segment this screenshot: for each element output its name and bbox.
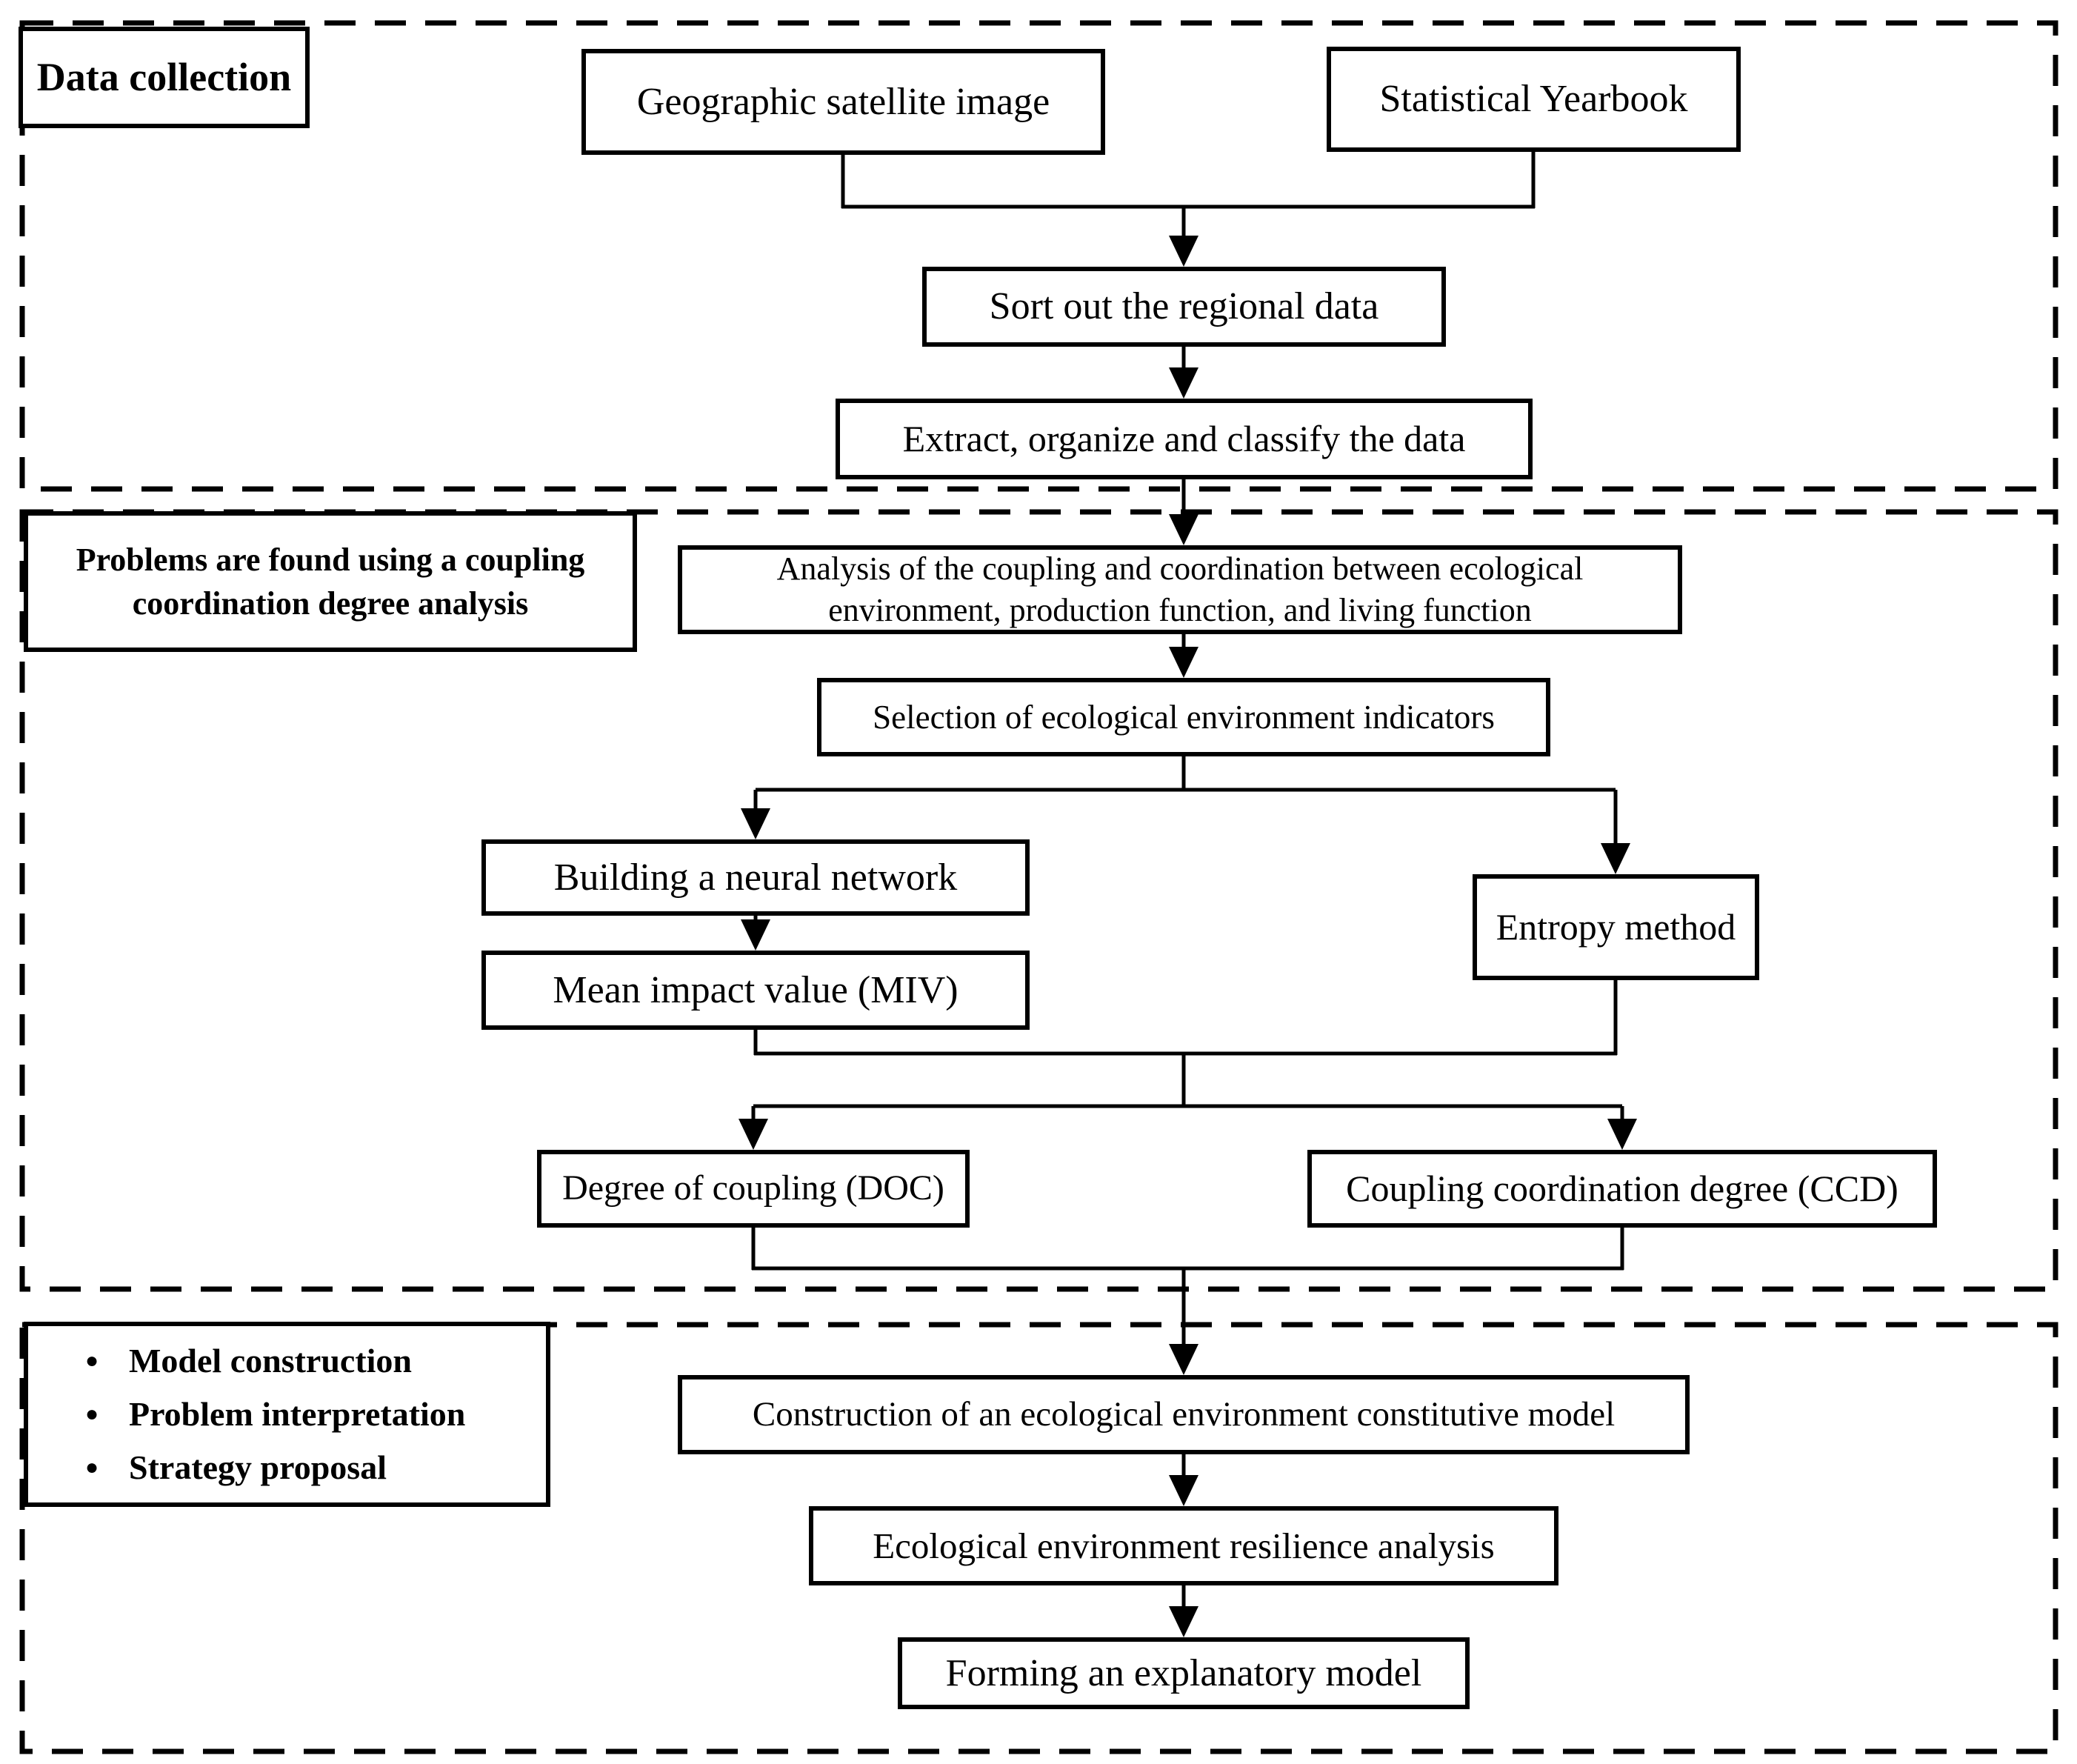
node-building-neural-network: Building a neural network [481,839,1030,916]
node-sort-regional-data: Sort out the regional data [922,267,1446,347]
section-frame-coupling-analysis [19,509,2058,1292]
node-extract-organize-classify: Extract, organize and classify the data [836,399,1533,479]
section-title-data-collection: Data collection [19,27,310,128]
node-resilience-analysis: Ecological environment resilience analys… [809,1506,1558,1585]
bullet-icon: ● [84,1454,99,1480]
node-explanatory-model: Forming an explanatory model [898,1637,1470,1709]
node-mean-impact-value: Mean impact value (MIV) [481,951,1030,1030]
node-constitutive-model: Construction of an ecological environmen… [678,1375,1690,1454]
bullet-icon: ● [84,1401,99,1426]
node-entropy-method: Entropy method [1473,874,1759,980]
arrowhead [741,919,770,951]
arrowhead [1169,647,1198,678]
bullet-item: ● Problem interpretation [55,1391,465,1437]
arrowhead [1607,1119,1637,1150]
arrowhead [1169,1475,1198,1506]
arrowhead [741,808,770,839]
bullet-item: ● Strategy proposal [55,1445,387,1491]
section-frame-data-collection [19,20,2058,492]
node-statistical-yearbook: Statistical Yearbook [1327,47,1741,152]
section-title-coupling-analysis: Problems are found using a coupling coor… [24,511,637,652]
bullet-item: ● Model construction [55,1338,412,1384]
node-text: Analysis of the coupling and coordinatio… [776,550,1584,628]
node-coupling-coordination-analysis: Analysis of the coupling and coordinatio… [678,545,1682,634]
node-geographic-satellite-image: Geographic satellite image [581,49,1105,155]
arrowhead [739,1119,768,1150]
arrowhead [1169,1344,1198,1375]
arrowhead [1169,236,1198,267]
bullet-item-label: Model construction [129,1341,413,1379]
bullet-item-label: Strategy proposal [129,1448,387,1487]
section-title-model-construction: ● Model construction ● Problem interpret… [24,1322,550,1507]
arrowhead [1169,1606,1198,1637]
node-degree-of-coupling: Degree of coupling (DOC) [537,1150,970,1228]
node-selection-indicators: Selection of ecological environment indi… [817,678,1550,756]
section-frame-model-construction [19,1322,2058,1754]
bullet-icon: ● [84,1348,99,1373]
node-coupling-coordination-degree: Coupling coordination degree (CCD) [1307,1150,1937,1228]
arrowhead [1169,367,1198,399]
arrowhead [1169,514,1198,545]
arrowhead [1601,843,1630,874]
bullet-item-label: Problem interpretation [129,1394,466,1433]
